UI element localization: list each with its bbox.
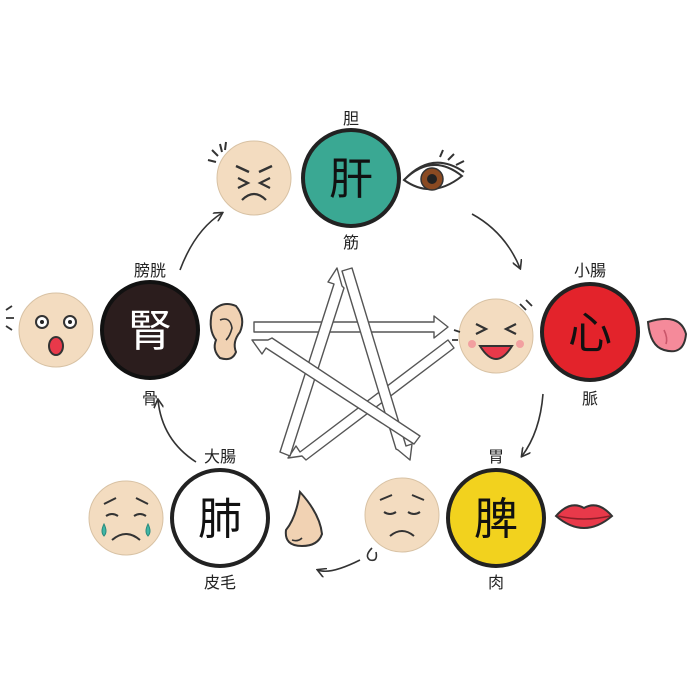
arrow-lung-to-kidney xyxy=(158,400,197,463)
spleen-group: 胃 脾 肉 xyxy=(364,447,614,592)
star-arrow-liver-to-spleen xyxy=(341,267,413,461)
kidney-paired-label: 膀胱 xyxy=(134,261,166,280)
liver-label: 肝 xyxy=(329,154,373,205)
lips-icon xyxy=(554,504,614,529)
star-arrow-heart-to-lung xyxy=(287,339,455,461)
heart-label: 心 xyxy=(568,308,612,359)
kidney-tissue-label: 骨 xyxy=(142,389,158,408)
heart-circle xyxy=(540,282,640,382)
controlling-cycle-star xyxy=(251,267,455,461)
arrow-liver-to-heart xyxy=(471,213,520,268)
tongue-icon xyxy=(646,318,688,353)
spleen-circle xyxy=(446,468,546,568)
kidney-circle xyxy=(100,280,200,380)
spleen-tissue-label: 肉 xyxy=(488,573,504,592)
arrow-spleen-to-lung xyxy=(318,559,361,571)
star-arrow-kidney-to-heart xyxy=(253,315,449,339)
ear-icon xyxy=(209,303,244,361)
frightened-face-icon xyxy=(5,292,94,368)
liver-paired-label: 胆 xyxy=(343,109,359,128)
lung-paired-label: 大腸 xyxy=(204,447,236,466)
lung-tissue-label: 皮毛 xyxy=(204,573,236,592)
liver-tissue-label: 筋 xyxy=(343,233,359,252)
crying-face-icon xyxy=(88,480,164,556)
lung-circle xyxy=(170,468,270,568)
kidney-label: 腎 xyxy=(128,306,172,357)
spleen-label: 脾 xyxy=(474,494,518,545)
star-arrow-lung-to-liver xyxy=(279,267,345,457)
liver-circle xyxy=(301,128,401,228)
star-arrow-spleen-to-kidney xyxy=(251,337,421,445)
arrow-heart-to-spleen xyxy=(522,393,544,456)
nose-icon xyxy=(284,489,324,548)
angry-face-icon xyxy=(207,140,292,216)
heart-group: 小腸 心 脈 xyxy=(452,261,688,408)
heart-tissue-label: 脈 xyxy=(582,389,598,408)
generating-cycle-arrows xyxy=(158,213,544,571)
spleen-paired-label: 胃 xyxy=(488,447,504,466)
lung-group: 大腸 肺 皮毛 xyxy=(88,447,324,592)
liver-group: 胆 肝 筋 xyxy=(207,109,465,252)
heart-paired-label: 小腸 xyxy=(574,261,606,280)
kidney-group: 膀胱 腎 骨 xyxy=(5,261,244,408)
lung-label: 肺 xyxy=(198,494,242,545)
eye-icon xyxy=(402,149,465,191)
laughing-face-icon xyxy=(452,298,534,374)
arrow-kidney-to-liver xyxy=(179,213,222,271)
worried-face-icon xyxy=(364,477,440,562)
